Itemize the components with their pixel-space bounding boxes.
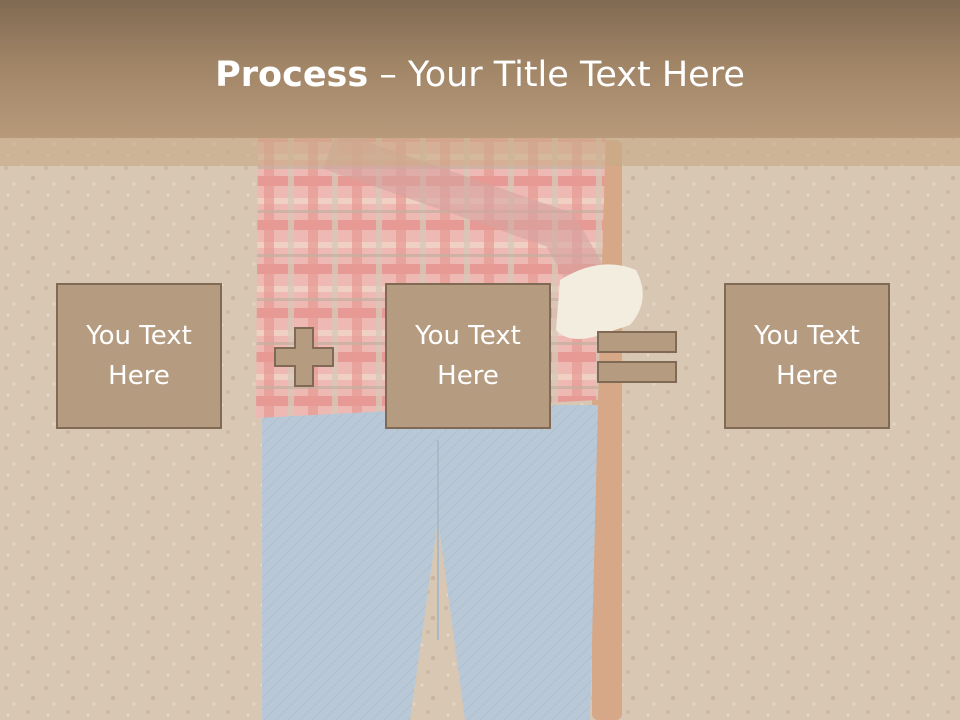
process-box-1-label: You Text Here xyxy=(69,316,209,396)
title-sub-band xyxy=(0,138,960,166)
box-line-2: Here xyxy=(437,361,499,391)
slide-title: Process – Your Title Text Here xyxy=(0,52,960,98)
title-bold: Process xyxy=(215,55,369,95)
box-line-2: Here xyxy=(776,361,838,391)
process-box-3-label: You Text Here xyxy=(737,316,877,396)
plus-icon xyxy=(274,327,334,387)
process-box-3: You Text Here xyxy=(724,283,890,429)
equals-icon xyxy=(597,331,677,385)
process-box-2-label: You Text Here xyxy=(398,316,538,396)
title-rest: – Your Title Text Here xyxy=(368,55,745,95)
box-line-2: Here xyxy=(108,361,170,391)
box-line-1: You Text xyxy=(86,321,192,351)
box-line-1: You Text xyxy=(754,321,860,351)
process-box-2: You Text Here xyxy=(385,283,551,429)
title-band xyxy=(0,0,960,138)
box-line-1: You Text xyxy=(415,321,521,351)
process-box-1: You Text Here xyxy=(56,283,222,429)
